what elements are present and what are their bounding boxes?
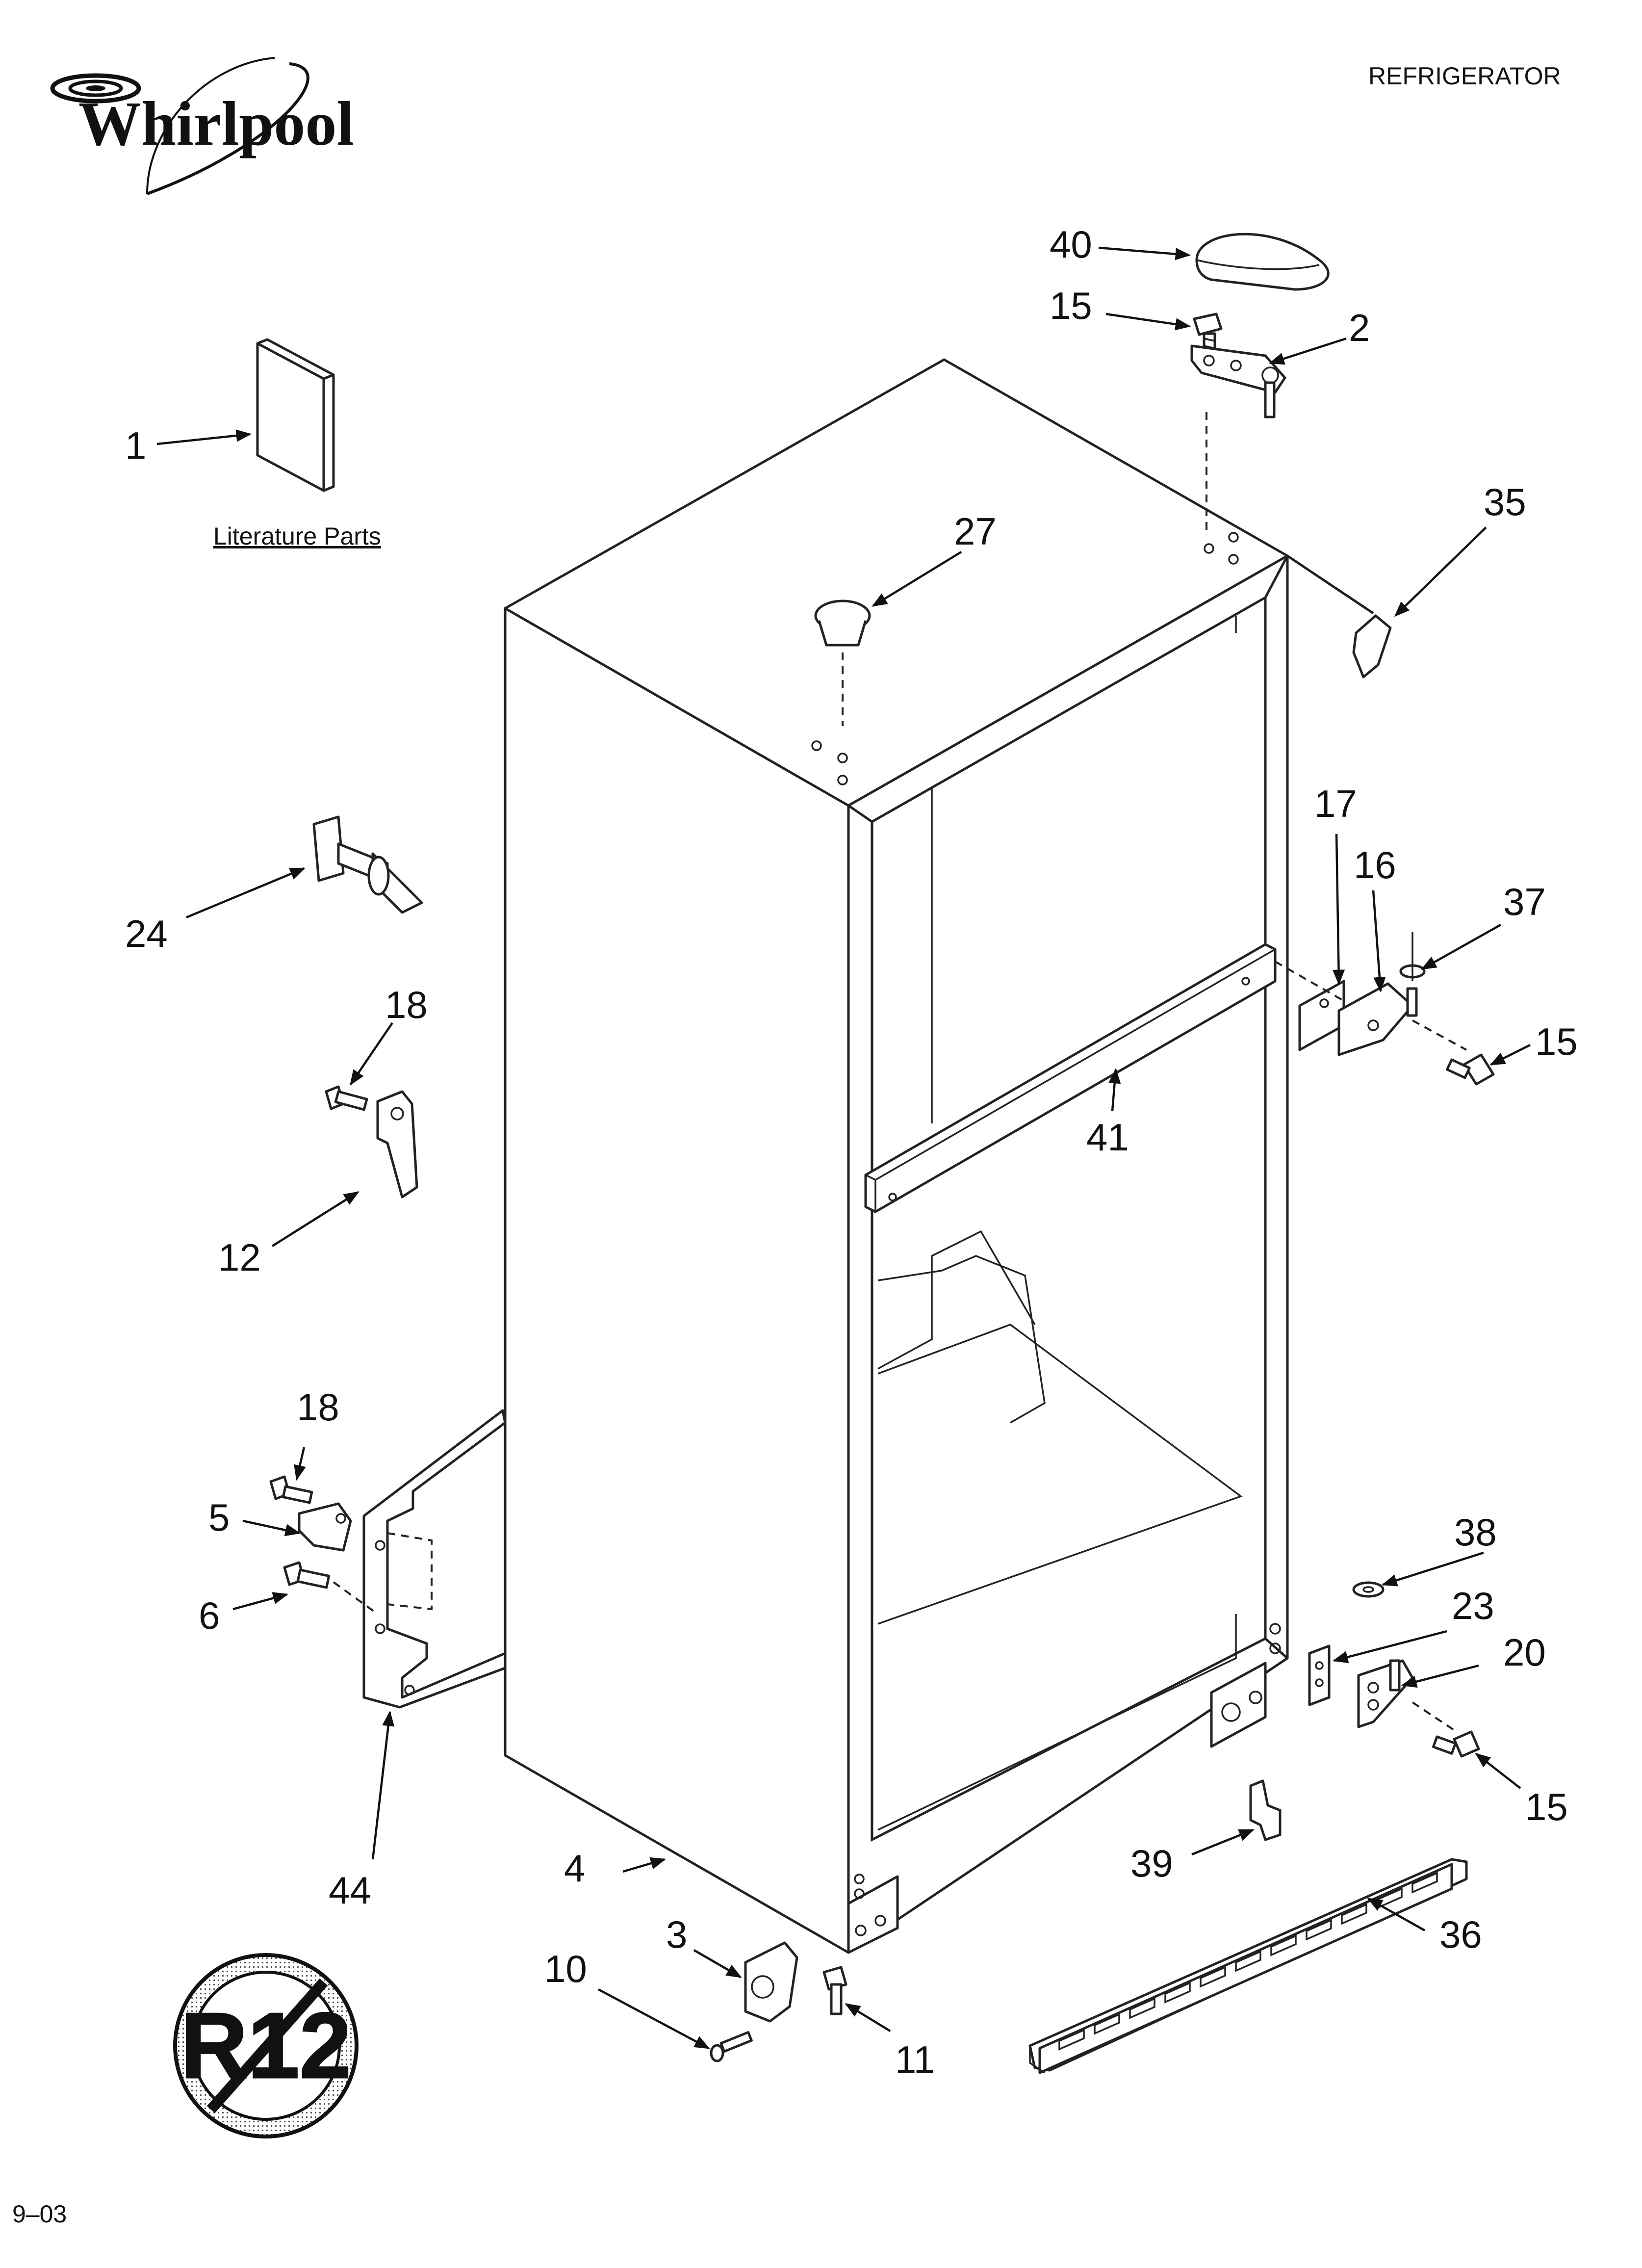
callout-37: 37 (1503, 880, 1546, 923)
callout-39: 39 (1130, 1842, 1173, 1885)
callout-24: 24 (125, 912, 168, 955)
leveling-pin-part (710, 2031, 753, 2062)
grille-slot (1164, 1981, 1191, 2004)
cross-rail (864, 943, 1277, 1213)
callout-10: 10 (544, 1947, 587, 1990)
callout-27: 27 (954, 510, 997, 553)
callout-labels: 1 40 15 2 27 35 24 18 12 17 16 37 15 41 … (125, 223, 1578, 2081)
callout-18-lower: 18 (297, 1385, 339, 1429)
literature-book-icon (256, 338, 335, 492)
callout-4: 4 (564, 1847, 585, 1890)
grille-clip-part (1249, 1779, 1282, 1841)
callout-2: 2 (1349, 306, 1370, 349)
callout-6: 6 (199, 1594, 220, 1637)
callout-35: 35 (1484, 480, 1526, 523)
callout-20: 20 (1503, 1631, 1546, 1674)
bottom-hinge-part (1357, 1659, 1458, 1733)
callout-1: 1 (125, 424, 146, 467)
leveling-leg-part (744, 1941, 798, 2023)
callout-arrows (156, 246, 1531, 2049)
callout-12: 12 (218, 1236, 261, 1279)
base-grille-part (1028, 1858, 1468, 2074)
shelf-support-part (312, 815, 423, 914)
callout-23: 23 (1452, 1584, 1494, 1627)
grille-slot (1341, 1903, 1367, 1925)
refrigerator-cabinet (504, 358, 1289, 1954)
grille-slot (1094, 2013, 1120, 2035)
hinge-cover-part (1195, 233, 1330, 291)
callout-44: 44 (329, 1869, 371, 1912)
bottom-hinge-shim-part (1308, 1644, 1331, 1706)
callout-41: 41 (1086, 1116, 1129, 1159)
grille-slot (1235, 1950, 1261, 1972)
bottom-washer-part (1352, 1581, 1385, 1598)
grille-slot (1058, 2029, 1085, 2051)
grille-slot (1306, 1919, 1332, 1941)
center-hinge-screw-part (1446, 1053, 1495, 1086)
literature-parts-label: Literature Parts (213, 522, 381, 550)
center-hinge-part (1337, 982, 1467, 1056)
callout-11: 11 (895, 2038, 935, 2081)
leveling-screw-part (822, 1966, 847, 2015)
grille-slot (1200, 1966, 1226, 1988)
top-trim-clip-part (1286, 554, 1392, 678)
date-code: 9–03 (12, 2200, 67, 2228)
grille-slot (1129, 1997, 1155, 2019)
door-stop-screw-part (325, 1085, 368, 1111)
rail-screw-part (269, 1475, 313, 1504)
callout-5: 5 (208, 1496, 230, 1539)
callout-15-bottom: 15 (1525, 1785, 1568, 1828)
top-plug-part (814, 600, 871, 726)
hinge-washer-part (1399, 932, 1426, 981)
grille-slot (1411, 1872, 1438, 1894)
bottom-hinge-screw-part (1432, 1730, 1480, 1758)
callout-15-top: 15 (1050, 284, 1092, 327)
callout-38: 38 (1454, 1511, 1497, 1554)
callout-16: 16 (1354, 843, 1396, 886)
no-r12-refrigerant-badge: R12 (173, 1953, 359, 2138)
callout-17: 17 (1314, 782, 1357, 825)
product-category: REFRIGERATOR (1368, 62, 1561, 90)
brand-name: Whirlpool (78, 89, 354, 158)
callout-15-mid: 15 (1535, 1020, 1578, 1063)
callout-40: 40 (1050, 223, 1092, 266)
rail-clamp-part (298, 1502, 352, 1552)
callout-3: 3 (666, 1913, 687, 1956)
left-side-rail (362, 1409, 507, 1709)
door-stop-clip-part (376, 1090, 418, 1199)
top-hinge-part (1190, 344, 1286, 530)
grille-slot (1270, 1934, 1297, 1956)
callout-18-upper: 18 (385, 983, 428, 1026)
callout-36: 36 (1439, 1913, 1482, 1956)
rail-bolt-part (283, 1561, 379, 1615)
whirlpool-logo: Whirlpool (50, 57, 354, 195)
